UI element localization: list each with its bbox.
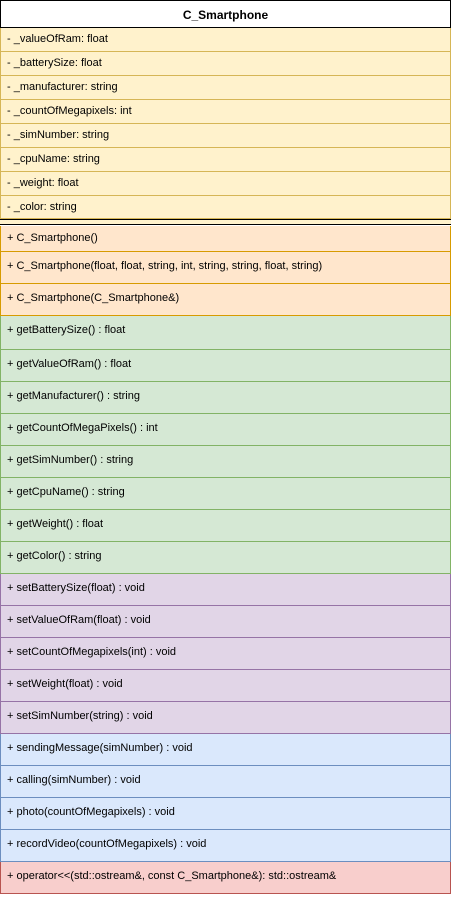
attribute-row: - _batterySize: float	[0, 52, 451, 76]
getter-row: + getColor() : string	[0, 542, 451, 574]
attribute-row: - _weight: float	[0, 172, 451, 196]
constructor-row: + C_Smartphone()	[0, 226, 451, 252]
attribute-row: - _simNumber: string	[0, 124, 451, 148]
getter-row: + getCpuName() : string	[0, 478, 451, 510]
setter-row: + setBatterySize(float) : void	[0, 574, 451, 606]
getter-row: + getWeight() : float	[0, 510, 451, 542]
attribute-row: - _countOfMegapixels: int	[0, 100, 451, 124]
setter-row: + setCountOfMegapixels(int) : void	[0, 638, 451, 670]
method-row: + calling(simNumber) : void	[0, 766, 451, 798]
getter-row: + getCountOfMegaPixels() : int	[0, 414, 451, 446]
attribute-row: - _cpuName: string	[0, 148, 451, 172]
setter-row: + setValueOfRam(float) : void	[0, 606, 451, 638]
getter-row: + getManufacturer() : string	[0, 382, 451, 414]
attribute-row: - _manufacturer: string	[0, 76, 451, 100]
class-name: C_Smartphone	[0, 0, 451, 28]
setter-row: + setWeight(float) : void	[0, 670, 451, 702]
constructor-row: + C_Smartphone(float, float, string, int…	[0, 252, 451, 284]
method-row: + sendingMessage(simNumber) : void	[0, 734, 451, 766]
method-row: + recordVideo(countOfMegapixels) : void	[0, 830, 451, 862]
getter-row: + getBatterySize() : float	[0, 316, 451, 350]
operator-row: + operator<<(std::ostream&, const C_Smar…	[0, 862, 451, 894]
constructor-row: + C_Smartphone(C_Smartphone&)	[0, 284, 451, 316]
section-divider	[0, 219, 451, 225]
getter-row: + getSimNumber() : string	[0, 446, 451, 478]
method-row: + photo(countOfMegapixels) : void	[0, 798, 451, 830]
attribute-row: - _valueOfRam: float	[0, 28, 451, 52]
attribute-row: - _color: string	[0, 196, 451, 219]
getter-row: + getValueOfRam() : float	[0, 350, 451, 382]
setter-row: + setSimNumber(string) : void	[0, 702, 451, 734]
